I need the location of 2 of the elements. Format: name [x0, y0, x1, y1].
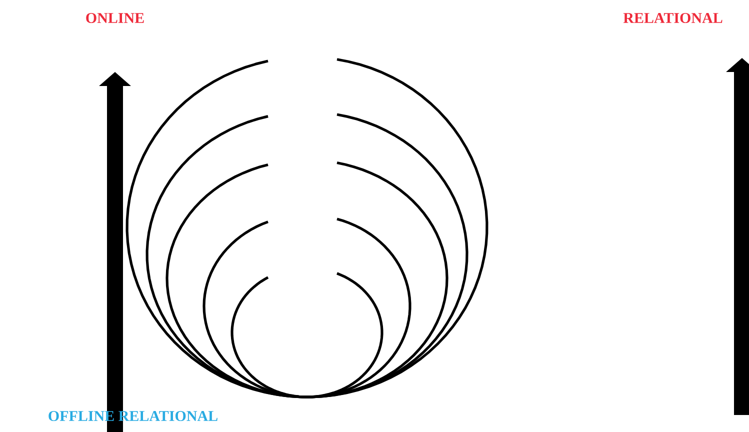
- axis-label: ONLINE: [86, 12, 144, 24]
- axis-label: RELATIONAL: [623, 12, 722, 24]
